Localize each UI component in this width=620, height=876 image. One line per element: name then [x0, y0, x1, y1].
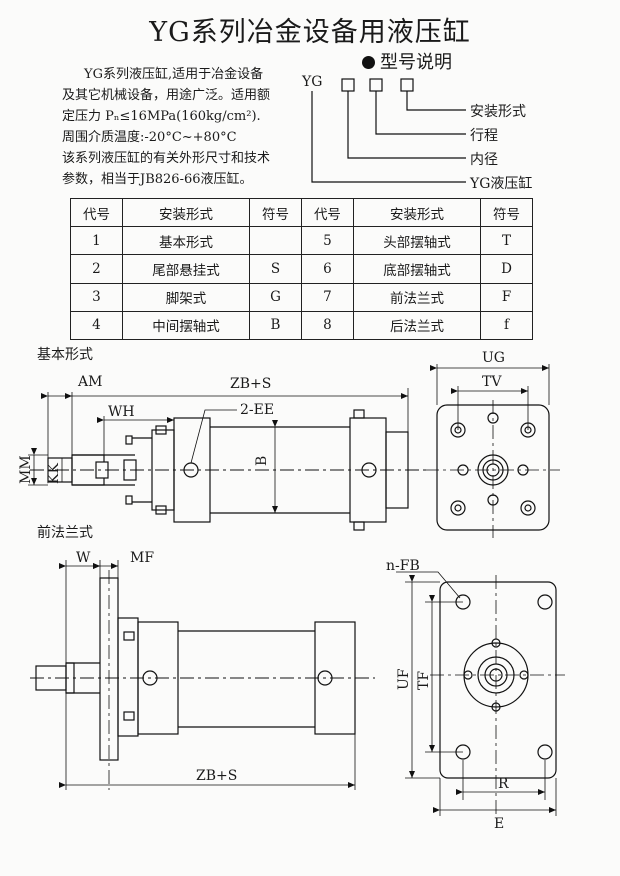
mounting-code-table: 代号 安装形式 符号 代号 安装形式 符号 1 基本形式 5 头部摆轴式 T 2…	[70, 197, 533, 341]
flange-side-view	[30, 560, 375, 790]
model-prefix: YG	[302, 74, 323, 90]
table-cell: 后法兰式	[352, 310, 482, 341]
flange-plate	[439, 581, 557, 779]
table-cell: 脚架式	[121, 282, 251, 312]
table-cell: 中间摆轴式	[121, 310, 251, 341]
table-cell: 尾部悬挂式	[121, 254, 251, 284]
leader-line	[375, 91, 466, 135]
model-label-type: YG液压缸	[470, 176, 533, 192]
description-line: 及其它机械设备，用途广泛。适用额	[62, 88, 271, 103]
dim-uf: UF	[396, 668, 412, 690]
dim-tv: TV	[482, 374, 502, 390]
table-cell: 基本形式	[121, 226, 251, 256]
description-line: YG系列液压缸,适用于冶金设备	[84, 67, 264, 82]
dim-ug: UG	[482, 350, 505, 366]
description-line: 定压力 Pₙ≤16MPa(160kg/cm²).	[62, 109, 261, 124]
section-title-flange: 前法兰式	[37, 525, 93, 541]
table-row: 4 中间摆轴式 B 8 后法兰式 f	[70, 310, 533, 341]
dim-nfb: n-FB	[386, 558, 420, 574]
dim-b: B	[254, 456, 270, 466]
model-heading-text: 型号说明	[380, 52, 452, 73]
table-header: 代号	[300, 197, 354, 228]
table-header: 符号	[480, 197, 533, 228]
description-line: 参数，相当于JB826-66液压缸。	[62, 172, 253, 187]
table-cell: f	[480, 310, 533, 341]
dim-am: AM	[77, 374, 102, 390]
flange-cap	[117, 617, 139, 737]
table-header: 符号	[249, 197, 302, 228]
table-cell: 5	[300, 226, 354, 256]
table-cell: S	[249, 254, 302, 284]
model-label-mount: 安装形式	[470, 104, 526, 120]
dim-kk: KK	[46, 463, 62, 484]
dim-zbs: ZB+S	[230, 376, 271, 392]
table-cell: 4	[70, 310, 123, 341]
dim-wh: WH	[108, 404, 135, 420]
bullet-icon	[362, 56, 375, 69]
basic-end-view	[425, 364, 560, 538]
table-cell: B	[249, 310, 302, 341]
table-cell: 6	[300, 254, 354, 284]
code-box	[400, 78, 414, 92]
description-line: 周围介质温度:-20°C~+80°C	[62, 130, 237, 145]
flange-end-view	[396, 571, 565, 816]
model-label-stroke: 行程	[470, 128, 498, 144]
table-header: 安装形式	[121, 197, 251, 228]
dim-zbs-flange: ZB+S	[196, 768, 237, 784]
table-cell: T	[480, 226, 533, 256]
description-line: 该系列液压缸的有关外形尺寸和技术	[62, 151, 271, 166]
leader-line	[347, 91, 466, 159]
leader-line	[406, 91, 466, 111]
code-box	[341, 78, 355, 92]
dim-mf: MF	[130, 550, 154, 566]
dim-ee: 2-EE	[240, 402, 274, 418]
dim-e: E	[494, 816, 504, 832]
table-cell: D	[480, 254, 533, 284]
leader-line	[311, 91, 466, 183]
description: YG系列液压缸,适用于冶金设备 及其它机械设备，用途广泛。适用额 定压力 Pₙ≤…	[62, 64, 302, 190]
dim-w: W	[76, 550, 91, 566]
basic-side-view	[28, 388, 430, 531]
page-title: YG系列冶金设备用液压缸	[149, 17, 471, 48]
table-row: 2 尾部悬挂式 S 6 底部摆轴式 D	[70, 254, 533, 284]
table-row: 1 基本形式 5 头部摆轴式 T	[70, 226, 533, 256]
dim-mm: MM	[18, 455, 34, 484]
model-code-diagram	[311, 78, 466, 183]
table-header-row: 代号 安装形式 符号 代号 安装形式 符号	[70, 197, 533, 228]
table-header: 代号	[70, 197, 123, 228]
code-box	[369, 78, 383, 92]
model-label-bore: 内径	[470, 152, 498, 168]
model-heading: 型号说明	[362, 48, 452, 74]
dim-tf: TF	[416, 671, 432, 690]
table-cell: 头部摆轴式	[352, 226, 482, 256]
dim-r: R	[498, 776, 509, 792]
section-title-basic: 基本形式	[37, 347, 93, 363]
